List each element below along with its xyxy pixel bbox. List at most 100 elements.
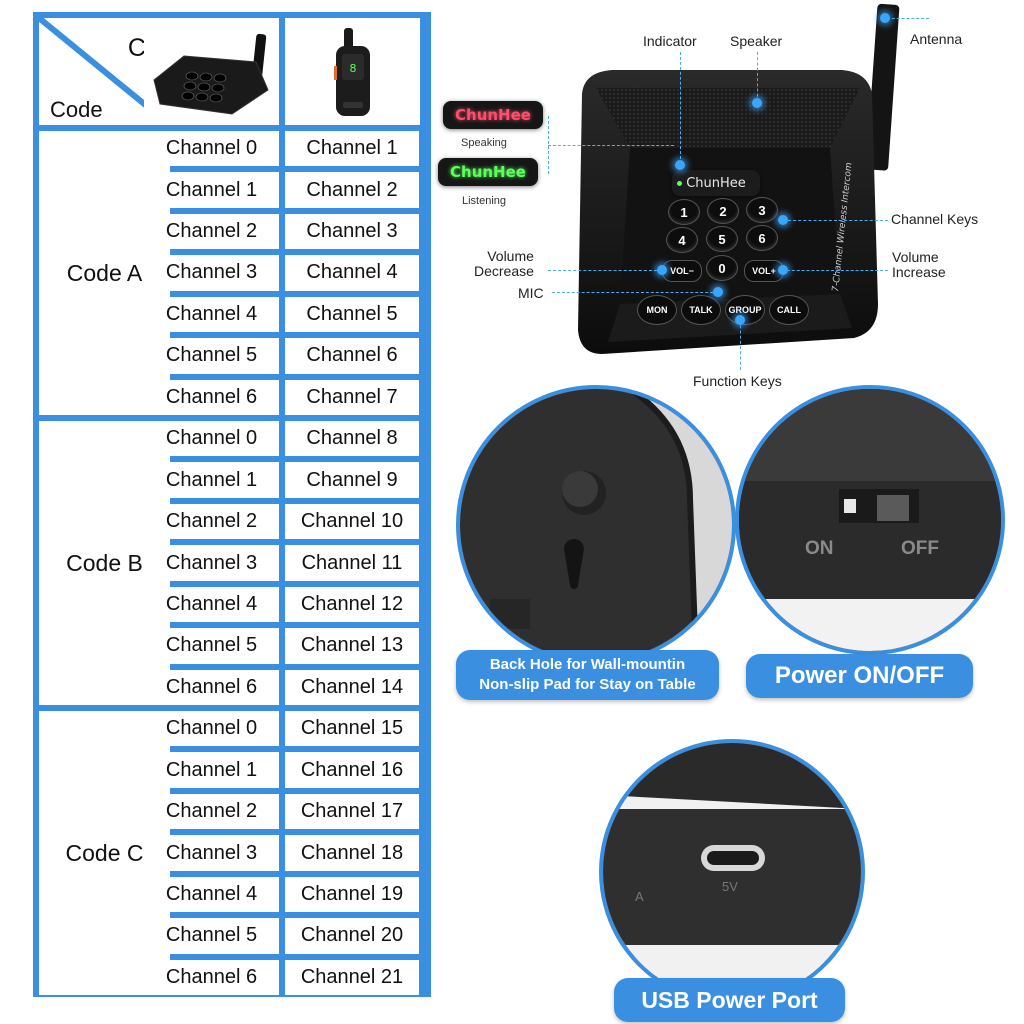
- function-key-call[interactable]: CALL: [769, 295, 809, 325]
- function-key-mon[interactable]: MON: [637, 295, 677, 325]
- volume-decrease-leader: [548, 270, 662, 271]
- indicator-leader: [680, 52, 681, 164]
- handheld-channel-cell: Channel 9: [285, 462, 419, 498]
- function-keys-dot: [735, 315, 745, 325]
- base-channel-cell: Channel 5: [144, 918, 279, 954]
- function-keys-leader: [740, 320, 741, 370]
- function-key-group[interactable]: GROUP: [725, 295, 765, 325]
- switch-off-text: OFF: [901, 538, 939, 559]
- mic-label: MIC: [518, 285, 544, 301]
- base-channel-cell: Channel 0: [144, 711, 279, 747]
- listening-brand-text: ChunHee: [450, 163, 526, 181]
- handheld-channel-cell: Channel 8: [285, 421, 419, 457]
- handheld-channel-cell: Channel 1: [285, 131, 419, 167]
- channel-key-1[interactable]: 1: [668, 199, 700, 225]
- usb-port-zoom: 5V A: [599, 739, 865, 1005]
- power-switch-zoom: ON OFF: [735, 385, 1005, 655]
- channel-key-2[interactable]: 2: [707, 198, 739, 224]
- handheld-channel-cell: Channel 21: [285, 959, 419, 996]
- channel-key-6[interactable]: 6: [746, 225, 778, 251]
- display-connector: [548, 145, 674, 146]
- usb-badge: USB Power Port: [614, 978, 845, 1022]
- handheld-channel-cell: Channel 2: [285, 172, 419, 208]
- volume-increase-leader: [782, 270, 888, 271]
- base-channel-cell: Channel 4: [144, 586, 279, 623]
- base-channel-cell: Channel 2: [144, 213, 279, 250]
- function-keys-label: Function Keys: [693, 373, 782, 389]
- switch-on-text: ON: [805, 538, 834, 559]
- volume-down-button[interactable]: VOL−: [662, 260, 702, 282]
- power-badge: Power ON/OFF: [746, 654, 973, 698]
- speaker-label: Speaker: [730, 33, 783, 49]
- handheld-channel-cell: Channel 7: [285, 379, 419, 415]
- channel-key-5[interactable]: 5: [706, 226, 738, 252]
- handheld-channel-cell: Channel 5: [285, 296, 419, 333]
- handheld-channel-cell: Channel 3: [285, 213, 419, 250]
- handheld-channel-cell: Channel 20: [285, 918, 419, 954]
- handheld-channel-cell: Channel 17: [285, 793, 419, 830]
- handheld-channel-cell: Channel 10: [285, 503, 419, 540]
- base-channel-cell: Channel 2: [144, 793, 279, 830]
- base-channel-cell: Channel 5: [144, 628, 279, 664]
- channel-keys-label: Channel Keys: [891, 211, 979, 227]
- handheld-channel-cell: Channel 11: [285, 545, 419, 581]
- handheld-channel-cell: Channel 13: [285, 628, 419, 664]
- handheld-channel-cell: Channel 12: [285, 586, 419, 623]
- speaking-brand-text: ChunHee: [455, 106, 531, 124]
- handheld-channel-cell: Channel 6: [285, 338, 419, 374]
- speaking-label: Speaking: [461, 137, 507, 149]
- indicator-led: [677, 181, 682, 186]
- handheld-channel-cell: Channel 19: [285, 876, 419, 913]
- device-brand-plate: ChunHee: [672, 170, 760, 196]
- mic-leader: [552, 292, 718, 293]
- port-5v-text: 5V: [722, 879, 738, 894]
- antenna-label: Antenna: [910, 31, 963, 47]
- base-channel-cell: Channel 3: [144, 255, 279, 291]
- base-channel-cell: Channel 1: [144, 752, 279, 788]
- antenna-dot: [880, 13, 890, 23]
- listening-display: ChunHee: [438, 158, 538, 186]
- base-channel-cell: Channel 6: [144, 959, 279, 996]
- volume-decrease-dot: [657, 265, 667, 275]
- svg-text:8: 8: [350, 62, 357, 75]
- speaker-dot: [752, 98, 762, 108]
- base-channel-cell: Channel 4: [144, 876, 279, 913]
- header-code-label: Code: [50, 97, 103, 122]
- channel-key-0[interactable]: 0: [706, 255, 738, 281]
- channel-key-4[interactable]: 4: [666, 227, 698, 253]
- handheld-channel-cell: Channel 14: [285, 669, 419, 705]
- function-key-talk[interactable]: TALK: [681, 295, 721, 325]
- volume-increase-label: Volume Increase: [892, 249, 946, 280]
- handheld-channel-cell: Channel 18: [285, 835, 419, 871]
- handheld-channel-cell: Channel 4: [285, 255, 419, 291]
- base-channel-cell: Channel 6: [144, 669, 279, 705]
- listening-label: Listening: [462, 195, 507, 207]
- device-brand-text: ChunHee: [686, 175, 746, 191]
- handheld-channel-cell: Channel 16: [285, 752, 419, 788]
- volume-increase-dot: [778, 265, 788, 275]
- speaker-leader: [757, 52, 758, 102]
- volume-up-button[interactable]: VOL+: [744, 260, 784, 282]
- port-a-text: A: [635, 889, 644, 904]
- base-channel-cell: Channel 2: [144, 503, 279, 540]
- handheld-radio-image: 8: [285, 18, 420, 125]
- base-channel-cell: Channel 5: [144, 338, 279, 374]
- base-channel-cell: Channel 1: [144, 172, 279, 208]
- base-channel-cell: Channel 0: [144, 421, 279, 457]
- base-channel-cell: Channel 1: [144, 462, 279, 498]
- channel-key-3[interactable]: 3: [746, 197, 778, 223]
- base-channel-cell: Channel 6: [144, 379, 279, 415]
- volume-decrease-label: Volume Decrease: [474, 248, 534, 279]
- base-channel-cell: Channel 3: [144, 545, 279, 581]
- indicator-label: Indicator: [643, 33, 697, 49]
- base-channel-cell: Channel 4: [144, 296, 279, 333]
- mic-dot: [713, 287, 723, 297]
- antenna-leader: [887, 18, 929, 19]
- back-hole-zoom: [456, 385, 736, 665]
- channel-keys-leader: [788, 220, 888, 221]
- base-channel-cell: Channel 0: [144, 131, 279, 167]
- base-channel-cell: Channel 3: [144, 835, 279, 871]
- base-station-image: [144, 18, 279, 125]
- speaking-display: ChunHee: [443, 101, 543, 129]
